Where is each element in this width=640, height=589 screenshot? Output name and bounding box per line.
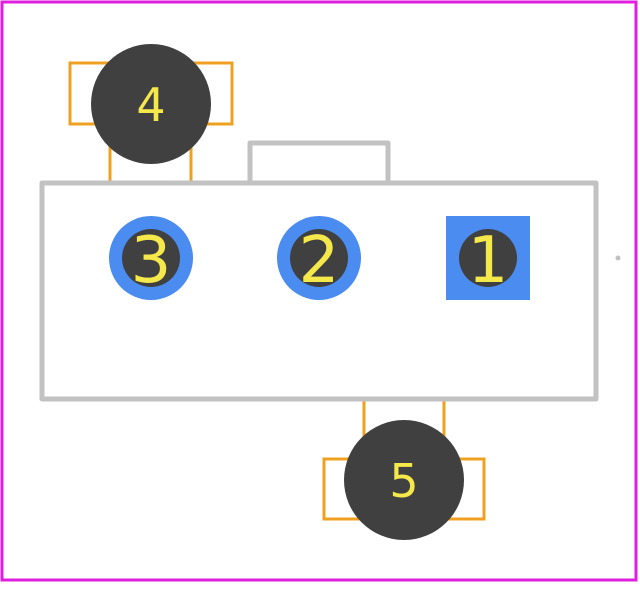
pad-1[interactable]: 1 bbox=[446, 216, 530, 300]
pad-3-drill bbox=[122, 229, 180, 287]
pin1-marker bbox=[615, 255, 621, 261]
pad-3-label: 3 bbox=[131, 224, 172, 298]
pad-1-drill bbox=[459, 229, 517, 287]
pad-4-drill bbox=[91, 44, 211, 164]
pad-4[interactable]: 4 bbox=[91, 44, 211, 164]
pad-2-drill bbox=[290, 229, 348, 287]
pad-4-label: 4 bbox=[136, 78, 165, 132]
pad-2[interactable]: 2 bbox=[277, 216, 361, 300]
pad-5[interactable]: 5 bbox=[344, 420, 464, 540]
pad-5-label: 5 bbox=[389, 454, 418, 508]
pad-5-drill bbox=[344, 420, 464, 540]
pad-2-label: 2 bbox=[299, 224, 340, 298]
pad-3[interactable]: 3 bbox=[109, 216, 193, 300]
silkscreen-body bbox=[39, 140, 599, 402]
pad-1-label: 1 bbox=[468, 224, 509, 298]
